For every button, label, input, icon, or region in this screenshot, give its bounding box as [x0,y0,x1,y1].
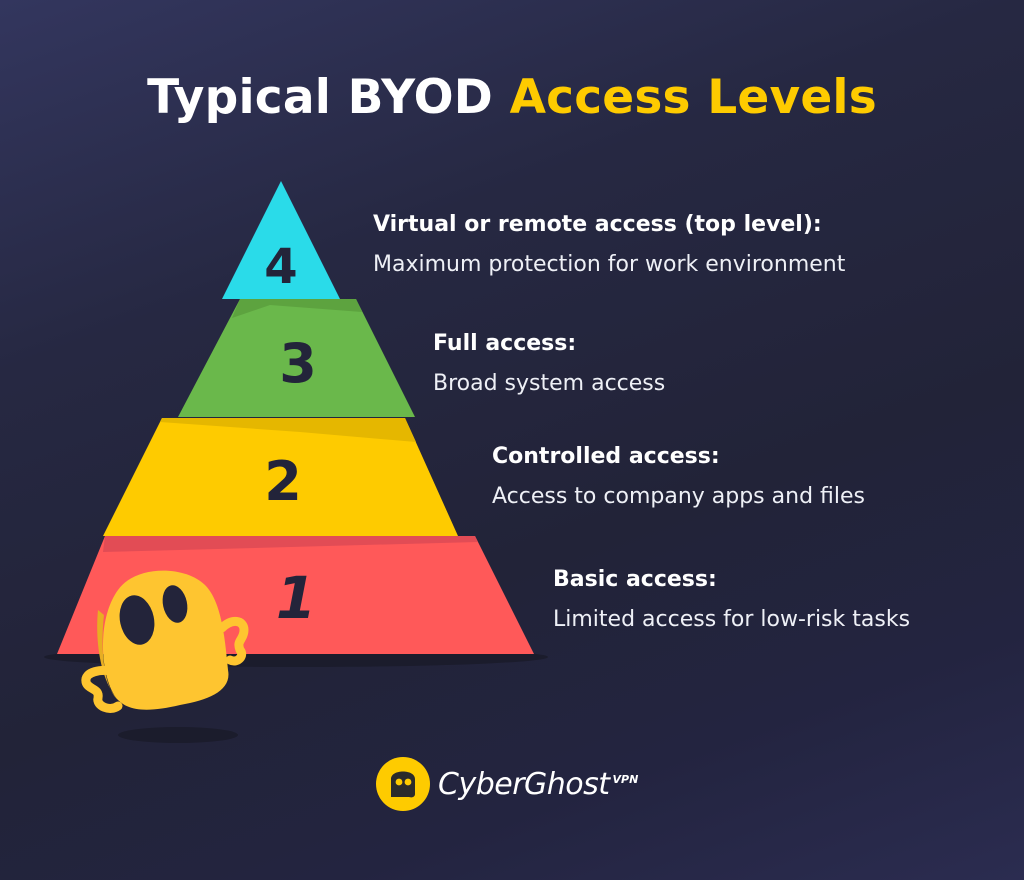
level-3-number: 3 [279,332,317,395]
pyramid-level-3: 3 [178,299,415,417]
level-3-text: Broad system access [433,371,666,396]
title-part-white: Typical BYOD [147,70,510,125]
level-4-description: Virtual or remote access (top level): Ma… [373,210,845,280]
level-4-heading: Virtual or remote access (top level): [373,212,822,237]
ghost-logo-icon [376,757,430,811]
level-1-number: 1 [276,564,316,632]
level-1-description: Basic access: Limited access for low-ris… [553,565,910,635]
pyramid-level-2: 2 [103,418,458,536]
level-4-number: 4 [264,239,297,295]
title-part-accent: Access Levels [509,70,877,125]
level-1-heading: Basic access: [553,567,717,592]
level-1-text: Limited access for low-risk tasks [553,607,911,632]
pyramid-level-4: 4 [222,181,340,299]
logo-name: CyberGhost [438,766,610,802]
logo-suffix: VPN [612,772,639,786]
level-2-description: Controlled access: Access to company app… [492,442,865,512]
level-2-heading: Controlled access: [492,444,720,469]
ghost-mascot-icon [81,570,249,743]
level-4-text: Maximum protection for work environment [373,252,846,277]
level-3-heading: Full access: [433,331,577,356]
page-title: Typical BYOD Access Levels [0,70,1024,125]
cyberghost-logo: CyberGhost VPN [376,757,638,811]
level-3-description: Full access: Broad system access [433,329,665,399]
level-2-text: Access to company apps and files [492,484,865,509]
level-2-number: 2 [264,450,302,513]
